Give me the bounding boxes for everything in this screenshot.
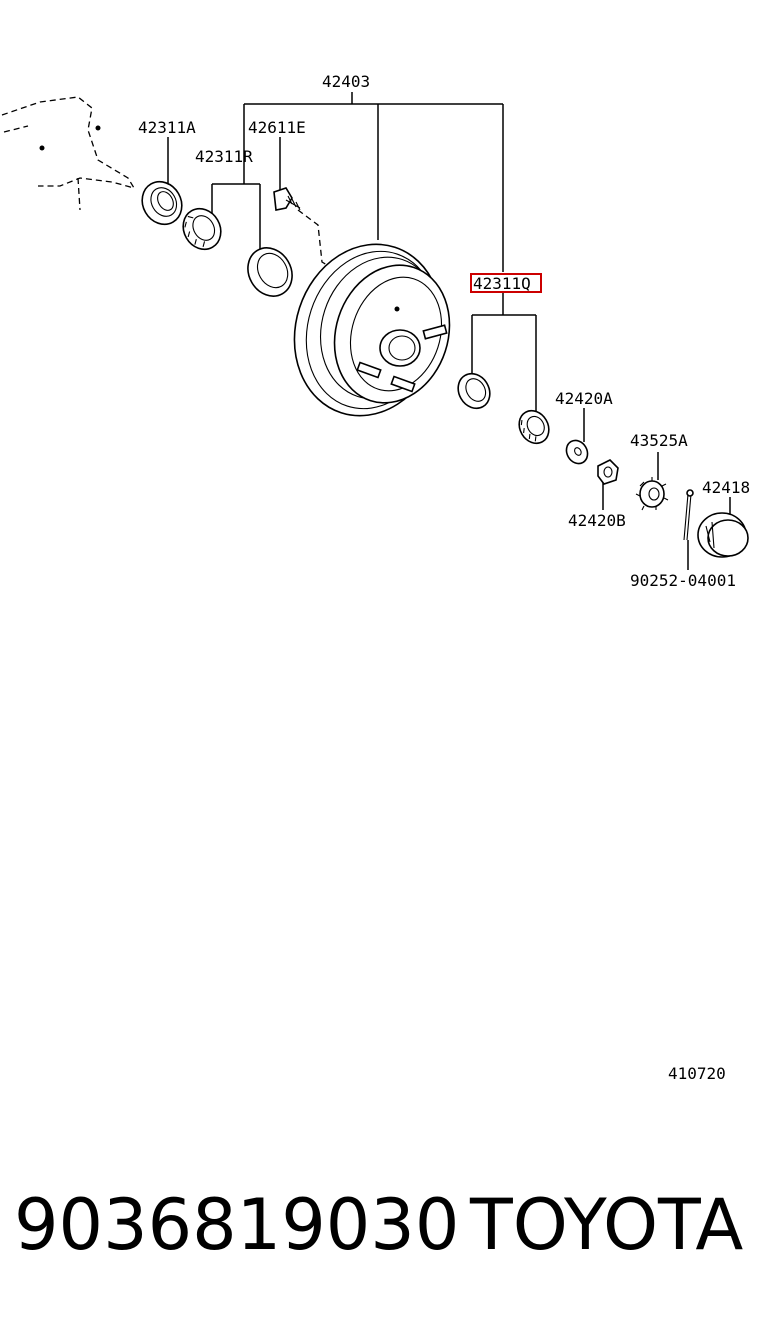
label-43525A: 43525A [630, 431, 688, 450]
label-42420A: 42420A [555, 389, 613, 408]
brand-name: TOYOTA [470, 1184, 744, 1266]
nut-42420B [597, 459, 619, 485]
washer-42420A [565, 439, 589, 465]
leader-42403 [243, 92, 504, 272]
label-42311R: 42311R [195, 147, 253, 166]
label-42311Q: 42311Q [473, 274, 531, 293]
knuckle-bracket [1, 96, 136, 211]
cotter-pin-90252 [683, 489, 694, 541]
bearing-cup-inner [247, 247, 293, 297]
leader-42311R [211, 183, 261, 252]
highlight-box [470, 273, 542, 293]
bolt-guide-line [297, 209, 333, 269]
label-90252-04001: 90252-04001 [630, 571, 736, 590]
diagram-ref-number: 410720 [668, 1064, 726, 1083]
bearing-cup-outer [457, 372, 491, 410]
oil-seal-42311A [141, 180, 183, 226]
label-42311A: 42311A [138, 118, 196, 137]
bearing-cone-inner [182, 207, 222, 251]
label-42611E: 42611E [248, 118, 306, 137]
grease-cap-42418 [697, 512, 749, 558]
nut-lock-43525A [635, 477, 669, 511]
label-42420B: 42420B [568, 511, 626, 530]
part-number: 9036819030 [14, 1184, 460, 1266]
bearing-cone-outer [518, 409, 550, 445]
leader-42311Q [471, 292, 537, 412]
label-42418: 42418 [702, 478, 750, 497]
highlighted-part-label[interactable]: 42311Q [470, 273, 542, 293]
hub-bolt-42611E [273, 187, 301, 211]
brake-drum-42403 [293, 243, 451, 417]
label-42403: 42403 [322, 72, 370, 91]
wheel-stud [356, 324, 448, 393]
